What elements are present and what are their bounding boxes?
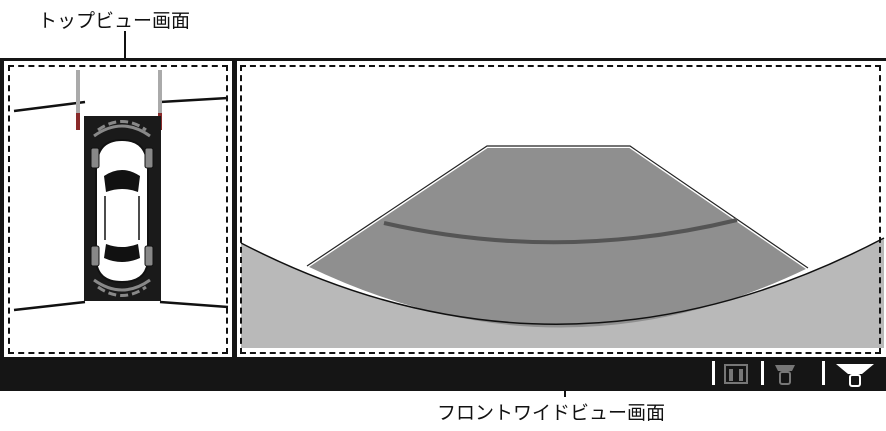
front-wide-view-dashed-outline[interactable]: [240, 65, 881, 354]
guide-area: [307, 146, 808, 328]
guide-outline-edge: [306, 145, 809, 269]
rear-sensor-arc-outer: [97, 285, 147, 297]
guide-post: [158, 70, 162, 118]
top-view-mode-icon[interactable]: [775, 365, 795, 385]
ground-line: [13, 100, 86, 113]
status-bar: [712, 361, 874, 387]
status-divider: [761, 361, 764, 385]
rear-sensor-arc: [93, 278, 151, 292]
view-boundary-curve: [240, 237, 885, 325]
front-sensor-arc-outer: [97, 120, 147, 132]
guide-post-end: [76, 113, 80, 130]
front-sensor-arc: [93, 124, 151, 138]
status-divider: [712, 361, 715, 385]
ground-area: [241, 238, 884, 348]
ground-line: [159, 96, 229, 104]
front-wide-view-mode-icon[interactable]: [836, 364, 874, 387]
distance-guide-curve: [383, 218, 738, 245]
top-view-dashed-outline[interactable]: [8, 65, 228, 354]
guide-post: [76, 70, 80, 118]
car-icon: [90, 138, 154, 284]
front-wide-view-content: [240, 144, 885, 348]
status-divider: [822, 361, 825, 385]
top-view-content: [13, 70, 229, 312]
ground-line: [13, 300, 86, 312]
top-view-leader-line: [124, 31, 126, 65]
ground-line: [159, 300, 229, 309]
front-wide-view-callout-label: フロントワイドビュー画面: [437, 402, 666, 424]
front-camera-mode-icon[interactable]: [724, 364, 748, 384]
camera-display-screen: [0, 58, 886, 391]
top-view-callout-label: トップビュー画面: [38, 10, 191, 32]
